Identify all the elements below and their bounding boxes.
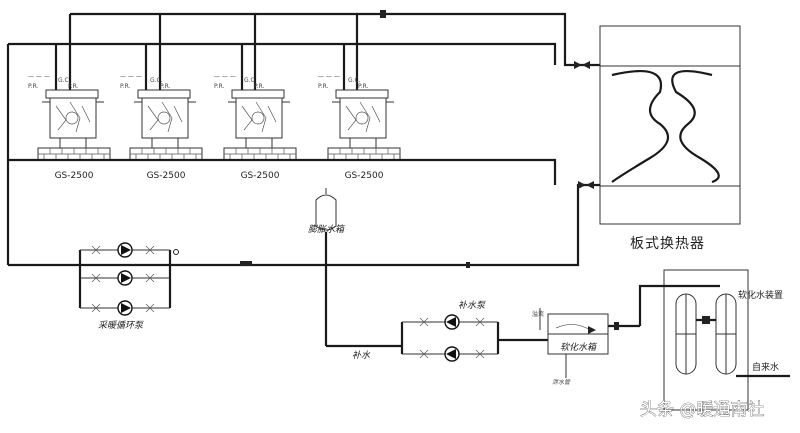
boiler-model-label: GS-2500 <box>55 171 94 181</box>
expansion-tank-label: 膨胀水箱 <box>308 224 346 235</box>
supply-header <box>6 10 600 265</box>
svg-text:P.R.: P.R. <box>160 83 171 90</box>
makeup-pump-label: 补水泵 <box>458 300 486 311</box>
svg-text:P.R.: P.R. <box>254 83 265 90</box>
svg-text:P.R.: P.R. <box>214 83 225 90</box>
valve-symbol <box>578 181 594 189</box>
drain-label: 泄水管 <box>552 378 571 386</box>
boiler-model-label: GS-2500 <box>147 171 186 181</box>
svg-text:— — —: — — — <box>28 73 50 80</box>
svg-text:P.R.: P.R. <box>358 83 369 90</box>
boiler-1: — — — G.C. P.R. P.R. GS-2500 <box>28 73 111 181</box>
pump-icon <box>117 300 133 316</box>
softened-water-tank-label: 软化水箱 <box>560 342 598 353</box>
overflow-label: 溢流 <box>532 310 544 318</box>
water-softener: 软化水装置 自来水 <box>638 269 790 411</box>
svg-text:G.C.: G.C. <box>58 77 71 84</box>
pump-icon <box>117 242 133 258</box>
expansion-tank: 膨胀水箱 <box>308 188 346 346</box>
tap-water-label: 自来水 <box>752 361 779 373</box>
svg-text:G.C.: G.C. <box>150 77 163 84</box>
svg-text:— — —: — — — <box>214 73 236 80</box>
svg-text:P.R.: P.R. <box>28 83 39 90</box>
valve-symbol <box>574 61 590 69</box>
svg-text:— — —: — — — <box>318 73 340 80</box>
svg-text:P.R.: P.R. <box>318 83 329 90</box>
circulation-pump-label: 采暖循环泵 <box>98 320 144 331</box>
softened-water-tank: 软化水箱 溢流 泄水管 <box>532 308 640 386</box>
water-softener-label: 软化水装置 <box>738 289 783 301</box>
boiler-2: — — — G.C. P.R. P.R. GS-2500 <box>120 73 203 181</box>
heat-exchanger-label: 板式换热器 <box>630 235 705 252</box>
svg-text:G.C.: G.C. <box>348 77 361 84</box>
circulation-pump-group: 采暖循环泵 <box>78 242 179 331</box>
makeup-pump-group: 补水泵 补水 <box>326 300 548 362</box>
svg-text:G.C.: G.C. <box>244 77 257 84</box>
pump-icon <box>444 314 460 330</box>
pump-icon <box>444 346 460 362</box>
boiler-3: — — — G.C. P.R. P.R. GS-2500 <box>214 73 297 181</box>
boiler-model-label: GS-2500 <box>241 171 280 181</box>
makeup-water-label: 补水 <box>352 350 371 361</box>
watermark-text: 头条 @暖通南社 <box>640 400 764 420</box>
svg-text:P.R.: P.R. <box>120 83 131 90</box>
svg-text:P.R.: P.R. <box>68 83 79 90</box>
boiler-4: — — — G.C. P.R. P.R. GS-2500 <box>318 73 401 181</box>
svg-text:— — —: — — — <box>120 73 142 80</box>
boiler-risers <box>54 14 359 90</box>
boiler-model-label: GS-2500 <box>345 171 384 181</box>
pump-icon <box>117 270 133 286</box>
return-header <box>8 158 600 268</box>
plate-heat-exchanger: 板式换热器 <box>599 25 741 252</box>
